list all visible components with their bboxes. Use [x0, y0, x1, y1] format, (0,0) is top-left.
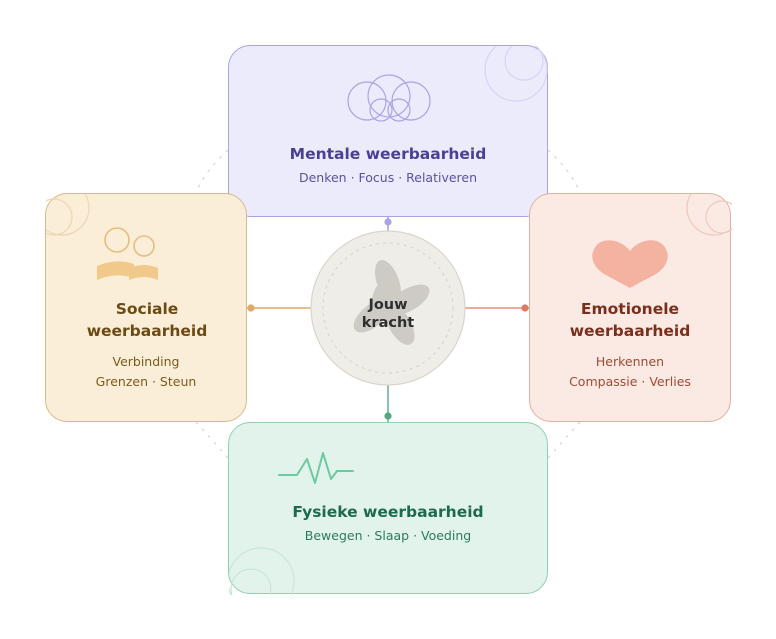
mentale-title: Mentale weerbaarheid	[289, 145, 487, 163]
sociale-title-line1: Sociale	[115, 300, 179, 318]
center-label: Jouw kracht	[328, 296, 448, 332]
emotionele-subtitle-line2: Compassie · Verlies	[569, 374, 691, 389]
decor-bubbles	[484, 46, 548, 102]
flower-icon	[353, 260, 430, 345]
people-icon	[97, 227, 158, 280]
emotionele-card: Emotionele weerbaarheid Herkennen Compas…	[529, 193, 732, 422]
fysieke-title: Fysieke weerbaarheid	[292, 503, 484, 521]
emotionele-subtitle-line1: Herkennen	[595, 354, 665, 369]
sociale-card: Sociale weerbaarheid Verbinding Grenzen …	[45, 193, 247, 422]
fysieke-decor	[229, 452, 354, 595]
emotionele-title-line2: weerbaarheid	[569, 322, 691, 340]
center-hub	[310, 230, 466, 386]
connector-left	[247, 304, 311, 312]
fysieke-card: Fysieke weerbaarheid Bewegen · Slaap · V…	[228, 422, 548, 595]
fysieke-subtitle: Bewegen · Slaap · Voeding	[304, 528, 472, 543]
cloud-icon	[347, 74, 431, 122]
emotionele-title-line1: Emotionele	[580, 300, 680, 318]
sociale-title-line2: weerbaarheid	[86, 322, 208, 340]
center-label-line1: Jouw	[368, 297, 408, 313]
sociale-subtitle-line1: Verbinding	[112, 354, 180, 369]
connector-right	[465, 304, 529, 312]
mentale-subtitle: Denken · Focus · Relativeren	[298, 170, 478, 185]
mentale-card: Mentale weerbaarheid Denken · Focus · Re…	[228, 45, 548, 217]
decor-bubbles	[46, 194, 90, 236]
center-label-line2: kracht	[361, 315, 415, 331]
connector-bottom	[384, 385, 392, 422]
mentale-decor	[347, 46, 548, 122]
decor-bubbles	[686, 194, 732, 236]
sociale-decor	[46, 194, 158, 280]
emotionele-decor	[592, 194, 732, 288]
decor-bubbles	[229, 547, 295, 595]
sociale-subtitle-line2: Grenzen · Steun	[95, 374, 197, 389]
heartbeat-icon	[278, 452, 354, 484]
hearts-icon	[592, 240, 668, 288]
connector-top	[384, 217, 392, 232]
